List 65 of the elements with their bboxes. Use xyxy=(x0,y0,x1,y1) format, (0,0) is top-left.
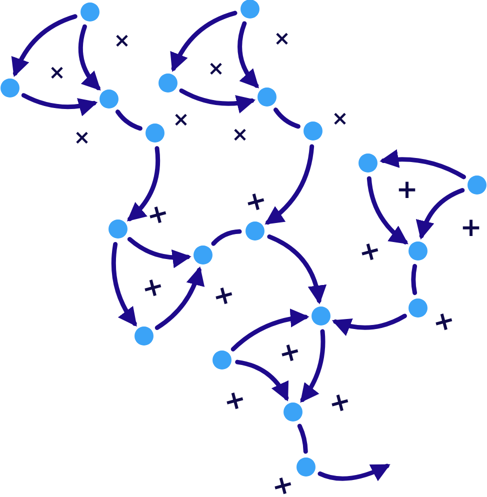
arrow xyxy=(380,150,466,180)
plus-sign: + xyxy=(139,272,167,304)
dot xyxy=(158,74,178,92)
arrow xyxy=(238,21,259,89)
arrow xyxy=(127,236,192,268)
dot xyxy=(296,458,316,476)
arrow xyxy=(230,308,310,352)
plus-sign: + xyxy=(430,306,458,338)
arrow xyxy=(111,242,137,327)
cross-mark: × xyxy=(208,58,224,78)
arrow xyxy=(318,464,390,482)
arrow xyxy=(170,10,238,72)
connector-line xyxy=(411,264,418,296)
dot xyxy=(146,124,164,142)
dot xyxy=(100,90,118,108)
arrow xyxy=(21,93,98,116)
cross-mark: × xyxy=(74,127,90,147)
cross-mark: × xyxy=(114,30,130,50)
dot xyxy=(284,402,302,422)
plus-sign: + xyxy=(460,215,482,241)
dot xyxy=(258,88,276,106)
dot xyxy=(408,242,428,260)
dot xyxy=(408,298,428,318)
arrow xyxy=(235,360,289,402)
cross-mark: × xyxy=(172,109,190,129)
dot xyxy=(304,122,322,140)
plus-sign: + xyxy=(269,470,297,497)
dot xyxy=(0,78,20,98)
arrow xyxy=(78,24,101,91)
arrow xyxy=(366,176,408,244)
dot xyxy=(212,350,232,370)
plus-sign: + xyxy=(210,280,238,312)
dot xyxy=(194,246,212,264)
arrow xyxy=(416,188,465,240)
cross-mark: × xyxy=(274,28,290,48)
connector-line xyxy=(273,108,300,129)
arrow xyxy=(267,234,326,304)
arrow xyxy=(264,144,314,225)
plus-sign: + xyxy=(356,236,384,268)
plus-sign: + xyxy=(396,177,418,203)
arrow xyxy=(154,266,204,330)
plus-sign: + xyxy=(144,200,172,230)
arrow xyxy=(12,14,78,77)
cross-mark: × xyxy=(232,124,248,144)
cross-mark: × xyxy=(48,62,66,82)
dot xyxy=(240,0,260,18)
cross-mark: × xyxy=(332,108,348,128)
dot xyxy=(358,154,378,172)
arrow xyxy=(300,329,326,403)
dot xyxy=(246,222,264,240)
connector-line xyxy=(297,424,308,454)
arrow xyxy=(127,146,160,222)
dot xyxy=(468,176,486,194)
dot xyxy=(134,326,154,346)
connector-line xyxy=(211,229,242,246)
plus-sign: + xyxy=(221,386,249,416)
connector-line xyxy=(115,110,142,131)
arrow xyxy=(332,314,407,336)
plus-sign: + xyxy=(276,338,304,368)
plus-sign: + xyxy=(242,186,270,218)
dot xyxy=(80,2,100,22)
dot xyxy=(312,306,330,326)
arrow xyxy=(179,88,256,114)
plus-sign: + xyxy=(326,388,354,418)
dot xyxy=(108,220,128,238)
